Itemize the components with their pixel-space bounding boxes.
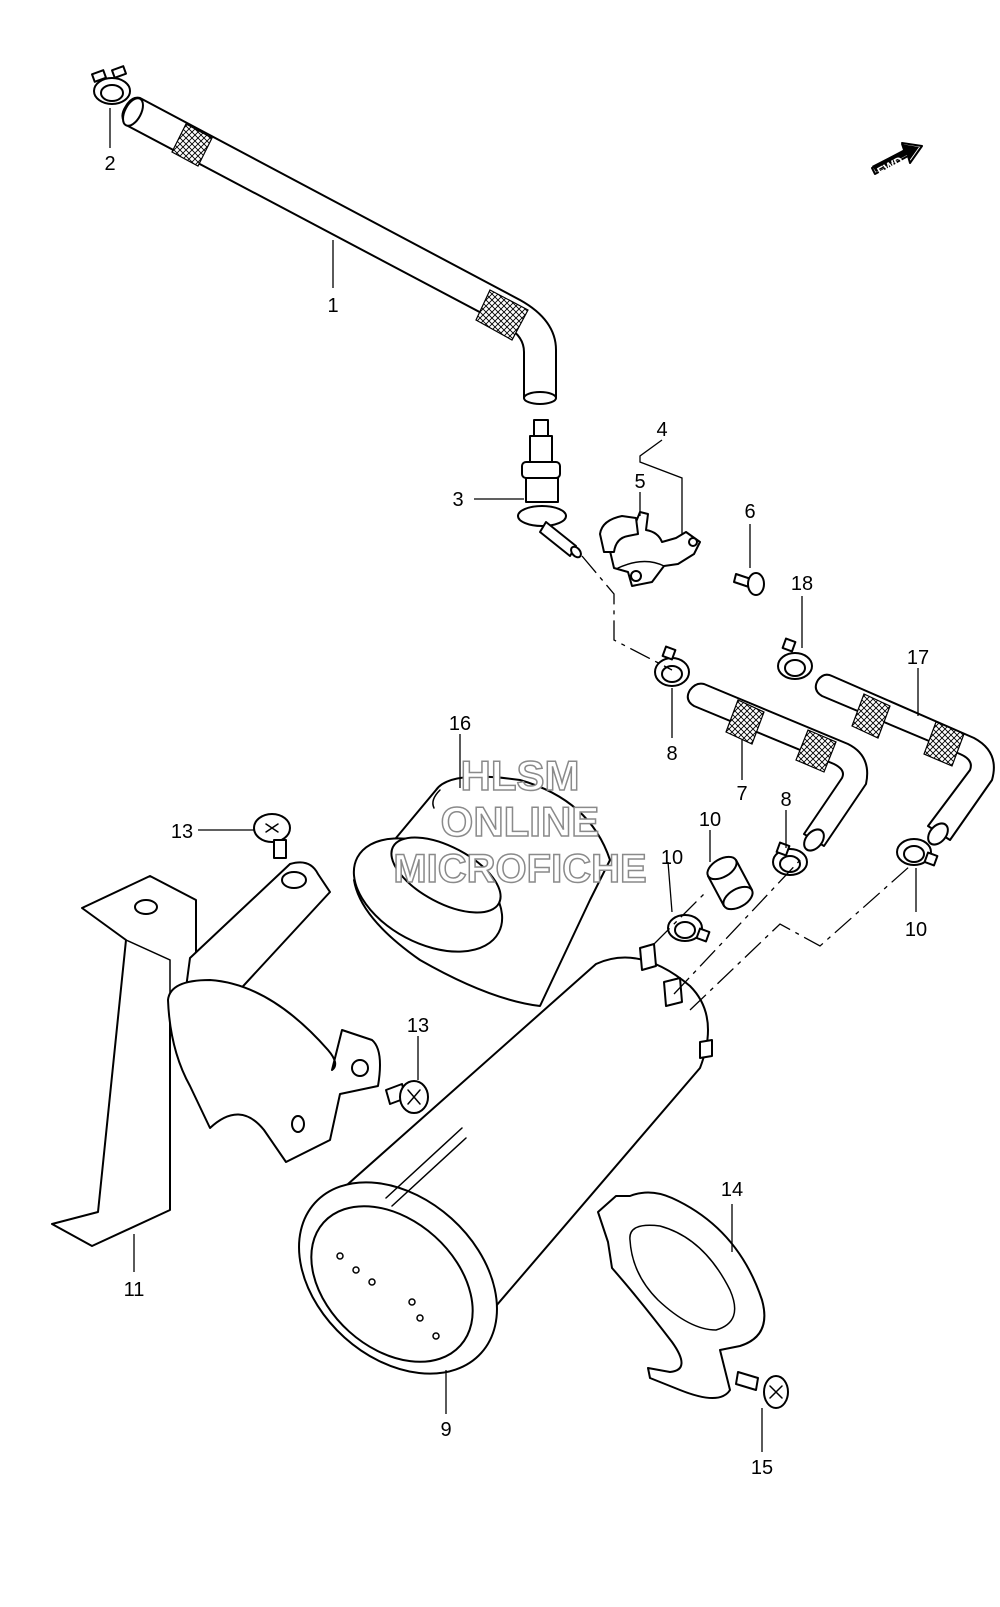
part-7-hose[interactable]: [686, 682, 869, 855]
callout-12: 11: [124, 1279, 145, 1301]
callout-15: 15: [751, 1457, 773, 1479]
part-10-hose-clamp-right[interactable]: [896, 838, 939, 867]
callout-2: 2: [104, 153, 115, 175]
callout-14: 14: [721, 1179, 743, 1201]
watermark-line1: HLSM: [461, 752, 580, 799]
callout-16: 16: [449, 713, 471, 735]
leader-lines: [109, 108, 919, 1452]
part-12-canister-bracket[interactable]: [51, 861, 381, 1247]
callout-18: 18: [791, 573, 813, 595]
callout-11: 10: [699, 809, 721, 831]
watermark-line2: ONLINE: [441, 798, 600, 845]
routing-lines: [581, 555, 911, 1011]
callout-1: 1: [327, 295, 338, 317]
part-8-hose-clamp-lower[interactable]: [772, 841, 808, 876]
part-3-check-valve[interactable]: [517, 419, 583, 559]
part-15-screw[interactable]: [735, 1371, 789, 1409]
callout-13-lower: 13: [407, 1015, 429, 1037]
part-13-bolt-lower[interactable]: [385, 1080, 429, 1114]
callout-8-upper: 8: [666, 743, 677, 765]
part-14-canister-strap[interactable]: [597, 1191, 766, 1399]
part-9-charcoal-canister[interactable]: [261, 943, 713, 1412]
callout-17: 17: [907, 647, 929, 669]
part-2-hose-clamp[interactable]: [90, 65, 131, 105]
callout-6: 6: [744, 501, 755, 523]
callout-8-lower: 8: [780, 789, 791, 811]
part-6-screw[interactable]: [733, 572, 765, 596]
part-13-bolt-upper[interactable]: [253, 813, 291, 859]
part-10-hose-clamp-left[interactable]: [667, 914, 711, 943]
part-11-joint-pipe[interactable]: [704, 852, 757, 914]
part-16-cushion[interactable]: [335, 775, 611, 1007]
fwd-arrow-icon: FWD: [871, 142, 923, 179]
part-17-hose[interactable]: [814, 673, 995, 849]
callout-10-right: 10: [905, 919, 927, 941]
part-18-hose-clamp[interactable]: [777, 637, 813, 680]
callout-3: 3: [452, 489, 463, 511]
part-1-long-hose[interactable]: [119, 95, 557, 405]
callout-4: 4: [656, 419, 667, 441]
callout-7: 7: [736, 783, 747, 805]
callout-9: 9: [440, 1419, 451, 1441]
callout-13-upper: 13: [171, 821, 193, 843]
callout-5: 5: [634, 471, 645, 493]
part-8-hose-clamp-upper[interactable]: [654, 645, 690, 687]
part-5-clip[interactable]: [599, 515, 639, 553]
watermark-line3: MICROFICHE: [393, 847, 646, 891]
callout-10-left: 10: [661, 847, 683, 869]
watermark: HLSM ONLINE MICROFICHE: [393, 751, 648, 892]
callout-labels: 2 1 3 4 5 6 18 17 8 7 8 10 10 10 16 13 1…: [104, 153, 929, 1479]
